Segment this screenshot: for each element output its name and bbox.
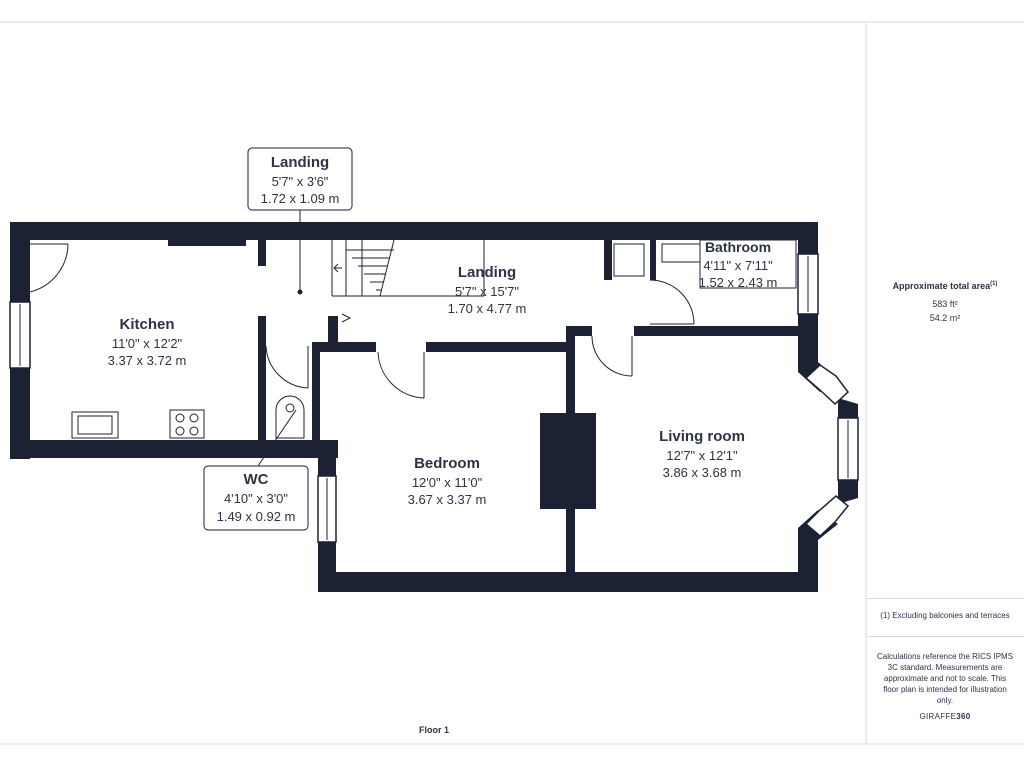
wall-living-top-right xyxy=(634,326,806,336)
wc-imperial: 4'10" x 3'0" xyxy=(224,491,288,506)
wall-top xyxy=(10,222,818,240)
landing-top-imperial: 5'7" x 3'6" xyxy=(272,174,329,189)
stairs-arrow-icon xyxy=(333,263,342,273)
bathroom-bath-icon xyxy=(699,239,797,289)
bedroom-metric: 3.67 x 3.37 m xyxy=(408,492,487,507)
stairs-landing-arrow-icon xyxy=(341,313,352,323)
bathroom-door-swing xyxy=(649,279,695,325)
living-room-metric: 3.86 x 3.68 m xyxy=(663,465,742,480)
hob-ring-3 xyxy=(175,426,185,436)
wall-kitchen-right-upper xyxy=(258,240,266,266)
living-room-name: Living room xyxy=(659,428,745,445)
landing-top-callout xyxy=(247,147,353,211)
bedroom-door-swing xyxy=(377,351,425,399)
area-metric: 54.2 m² xyxy=(929,313,961,323)
wc-leader xyxy=(257,409,297,467)
bay-lower-wall xyxy=(798,510,838,592)
area-footnote-marker: (1) xyxy=(990,281,998,287)
bathroom-basin-icon xyxy=(661,243,701,263)
bathroom-cupboard xyxy=(613,243,645,277)
wall-bedroom-top-right xyxy=(426,342,574,352)
side-panel-rule-1 xyxy=(866,598,1024,599)
area-imperial: 583 ft² xyxy=(932,299,958,309)
wall-living-top-left xyxy=(566,326,592,336)
bay-right-upper-post xyxy=(838,398,858,420)
brand-suffix: 360 xyxy=(956,712,971,721)
brand-logo: GIRAFFE360 xyxy=(866,712,1024,721)
living-door-swing xyxy=(591,335,633,377)
wall-kitchen-right-lower xyxy=(258,316,266,458)
wall-right-upper xyxy=(798,222,818,262)
fixtures xyxy=(71,239,797,439)
wall-kitchen-bottom xyxy=(10,440,270,458)
brand-prefix: GIRAFFE xyxy=(919,712,957,721)
landing-top-name: Landing xyxy=(271,154,329,171)
exclusion-note: (1) Excluding balconies and terraces xyxy=(880,611,1010,620)
kitchen-sink-bowl xyxy=(77,415,113,435)
landing-main-name: Landing xyxy=(458,264,516,281)
wc-metric: 1.49 x 0.92 m xyxy=(217,509,296,524)
bedroom-name: Bedroom xyxy=(414,455,480,472)
wc-toilet-seat xyxy=(285,403,295,413)
landing-main-imperial: 5'7" x 15'7" xyxy=(455,284,519,299)
hob-ring-2 xyxy=(189,413,199,423)
floor-label: Floor 1 xyxy=(418,725,449,735)
wc-toilet-icon xyxy=(275,395,305,439)
kitchen-wall-unit xyxy=(168,240,246,246)
hob-icon xyxy=(169,409,205,439)
wall-wc-right xyxy=(312,342,320,458)
bathroom-imperial: 4'11" x 7'11" xyxy=(703,258,773,273)
approx-total-area-title: Approximate total area(1) xyxy=(892,281,998,291)
chimney-breast xyxy=(540,413,596,509)
kitchen-sink-icon xyxy=(71,411,119,439)
wall-bathroom-left xyxy=(604,240,612,280)
bathroom-metric: 1.52 x 2.43 m xyxy=(699,275,778,290)
wall-stairs-post xyxy=(328,316,338,352)
hob-ring-4 xyxy=(189,426,199,436)
wc-name: WC xyxy=(244,471,269,488)
bedroom-imperial: 12'0" x 11'0" xyxy=(412,475,483,490)
calculation-note: Calculations reference the RICS IPMS 3C … xyxy=(876,652,1014,705)
kitchen-door-swing xyxy=(29,243,69,293)
kitchen-imperial: 11'0" x 12'2" xyxy=(112,336,183,351)
landing-top-metric: 1.72 x 1.09 m xyxy=(261,191,340,206)
bay-window-lower xyxy=(804,495,850,538)
side-panel-rule-2 xyxy=(866,636,1024,637)
landing-main-metric: 1.70 x 4.77 m xyxy=(448,301,527,316)
bay-window-upper xyxy=(804,364,850,406)
bay-right-lower-post xyxy=(838,480,858,504)
kitchen-metric: 3.37 x 3.72 m xyxy=(108,353,187,368)
doors xyxy=(29,243,695,399)
kitchen-name: Kitchen xyxy=(119,316,174,333)
wall-bathroom-divider xyxy=(650,240,656,280)
hob-ring-1 xyxy=(175,413,185,423)
landing-top-leader-dot xyxy=(297,289,303,295)
wc-callout xyxy=(203,465,309,531)
bathroom-name: Bathroom xyxy=(705,239,771,255)
wall-wc-top xyxy=(312,342,338,352)
living-room-imperial: 12'7" x 12'1" xyxy=(666,448,738,463)
staircase xyxy=(331,239,485,323)
wc-door-swing xyxy=(265,345,309,389)
wall-bedroom-top-left xyxy=(336,342,376,352)
